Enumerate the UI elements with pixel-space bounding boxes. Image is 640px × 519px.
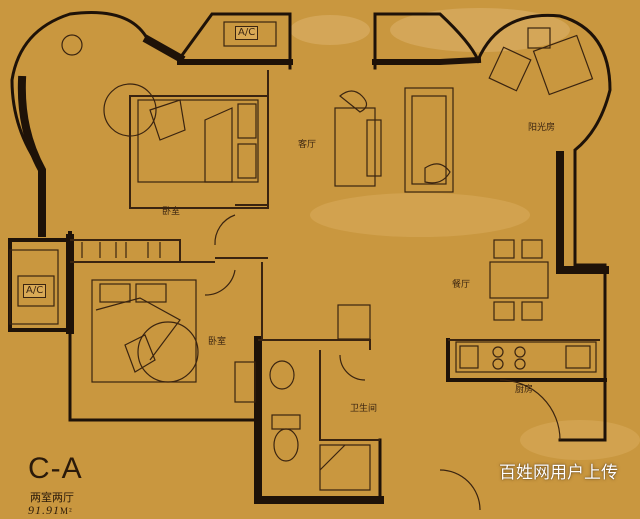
unit-type: 两室两厅 [30, 491, 74, 504]
room-label-living: 客厅 [298, 140, 317, 150]
room-label-bathroom: 卫生间 [350, 404, 378, 414]
sunroom-furniture [61, 27, 594, 96]
room-label-sunroom: 阳光房 [528, 123, 556, 133]
background-texture [290, 8, 640, 460]
bathroom-fixtures [269, 304, 371, 491]
watermark-text: 百姓网用户上传 [499, 463, 618, 483]
interior-walls [70, 70, 600, 441]
dining-table [489, 239, 549, 321]
ac-units [17, 21, 277, 307]
unit-area: 91.91M² [28, 503, 73, 518]
kitchen-counter [455, 341, 597, 373]
room-label-dining: 餐厅 [452, 280, 471, 290]
sofa-set [334, 87, 454, 193]
exterior-walls [8, 10, 612, 504]
room-label-bedroom-2: 卧室 [208, 337, 227, 347]
bed-top [103, 83, 259, 183]
room-label-bedroom-1: 卧室 [162, 207, 181, 217]
doors [204, 214, 561, 511]
bed-bottom [9, 242, 256, 403]
ac-label-left: A/C [23, 284, 47, 298]
ac-label-top: A/C [235, 26, 259, 40]
room-label-kitchen: 厨房 [515, 385, 534, 395]
area-value: 91.91 [28, 503, 60, 517]
unit-code: C-A [28, 452, 83, 485]
area-unit: M² [60, 506, 73, 516]
wardrobe [81, 242, 161, 258]
